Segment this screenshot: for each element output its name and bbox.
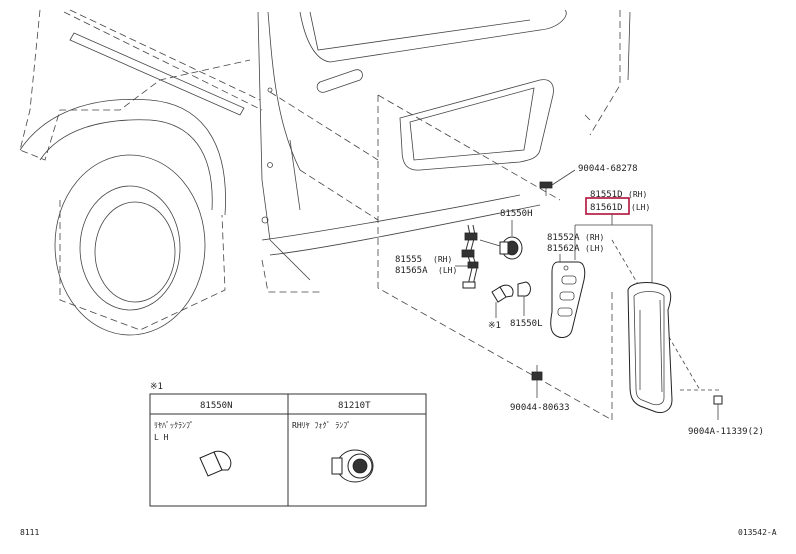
inset-col2-part-no: 81210T [338, 401, 371, 411]
inset-note: ※1 [150, 382, 163, 392]
wire-harness-81555 [461, 224, 501, 289]
label-81550l: 81550L [510, 319, 543, 329]
label-90044-80633: 90044-80633 [510, 403, 570, 413]
label-81552a: 81552A [547, 233, 580, 243]
inset-col1-desc2: L H [154, 433, 169, 442]
highlight-81561d-box [585, 197, 630, 215]
label-9004a-11339: 9004A-11339(2) [688, 427, 764, 437]
label-81552a-side: (RH) [585, 233, 604, 242]
label-81551d-side: (RH) [628, 190, 647, 199]
socket-81550h [499, 236, 523, 260]
bulb-part [491, 284, 514, 303]
label-81555: 81555 [395, 255, 422, 265]
label-81565a: 81565A [395, 266, 428, 276]
label-90044-68278: 90044-68278 [578, 164, 638, 174]
screw-90044-80633 [531, 365, 543, 398]
label-ref-mark-bulb: ※1 [488, 321, 501, 331]
label-81561d-side: (LH) [631, 203, 650, 212]
inset-col1-part-no: 81550N [200, 401, 233, 411]
socket-81550l [517, 281, 531, 297]
footer-figure-id: 013542-A [738, 528, 777, 537]
label-81562a-side: (LH) [585, 244, 604, 253]
inset-table [149, 393, 427, 507]
label-81561d: 81561D [590, 203, 623, 213]
gasket-81552a [550, 261, 586, 338]
screw-90044-68278 [539, 169, 576, 196]
vehicle-body-outline [19, 9, 631, 336]
rear-lamp-81551d [627, 282, 673, 413]
label-81550h: 81550H [500, 209, 533, 219]
inset-col1-desc: ﾘﾔﾊﾞｯｸﾗﾝﾌﾟ [154, 421, 194, 430]
footer-page-code: 8111 [20, 528, 39, 537]
inset-col2-desc: RHﾘﾔ ﾌｫｸﾞ ﾗﾝﾌﾟ [292, 421, 351, 430]
label-81565a-side: (LH) [438, 266, 457, 275]
label-81555-side: (RH) [433, 255, 452, 264]
inset-socket-81210t [331, 449, 374, 483]
screw-9004a-11339 [713, 395, 723, 420]
label-81562a: 81562A [547, 244, 580, 254]
label-81551d: 81551D [590, 190, 623, 200]
inset-bulb-81550n [199, 450, 232, 477]
